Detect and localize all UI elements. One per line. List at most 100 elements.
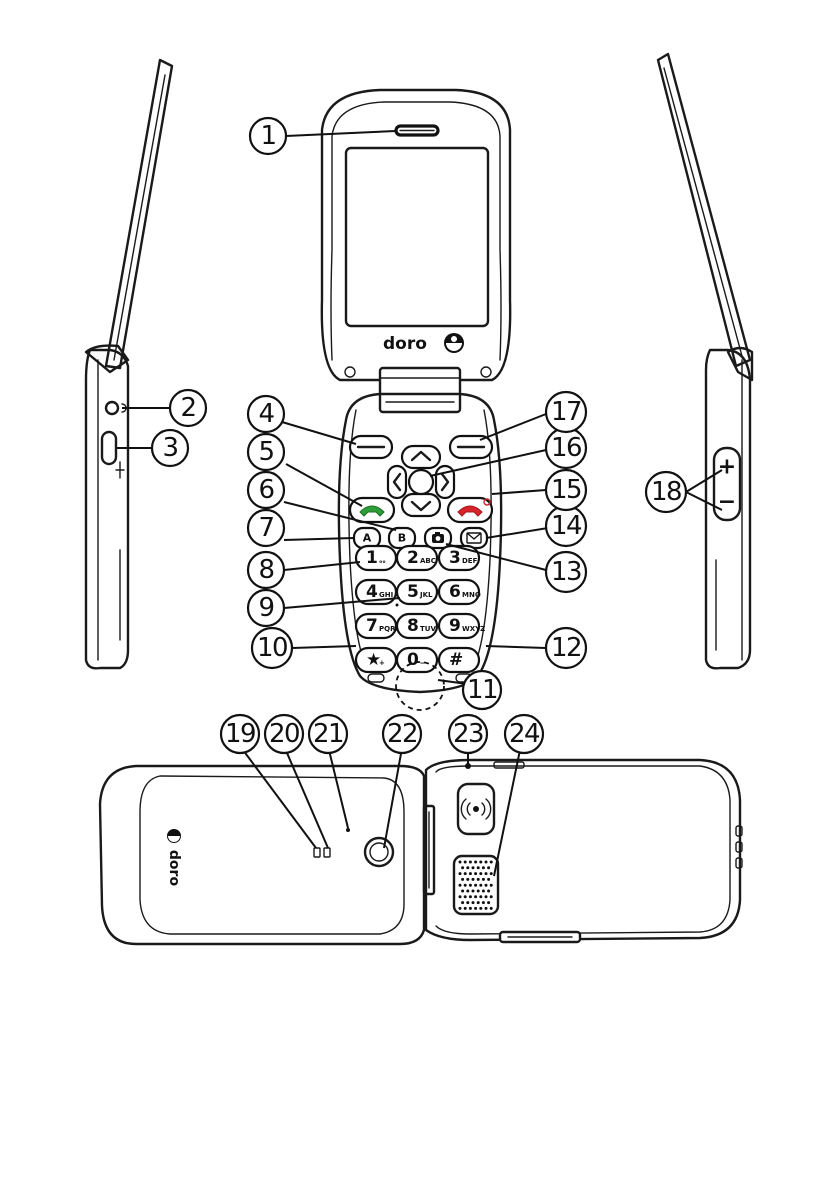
key-9-digit: 9 <box>449 616 461 636</box>
back-view-right <box>426 760 742 942</box>
callout-15-label: 15 <box>551 475 581 505</box>
speaker-hole <box>464 895 467 898</box>
speaker-hole <box>469 861 472 864</box>
nav-up-button[interactable] <box>402 446 440 468</box>
speaker-hole <box>459 907 462 910</box>
speaker-hole <box>479 895 482 898</box>
callout-19: 19 <box>221 715 259 753</box>
key-5-letters: JKL <box>419 591 433 599</box>
speaker-hole <box>490 872 493 875</box>
speaker-hole <box>479 907 482 910</box>
key-5-digit: 5 <box>407 582 419 602</box>
left-side-view <box>86 60 172 668</box>
speaker-hole <box>485 884 488 887</box>
callout-11-label: 11 <box>467 675 497 705</box>
callout-5-label: 5 <box>258 437 273 467</box>
speaker-hole <box>464 884 467 887</box>
speaker-hole <box>472 866 475 869</box>
speaker-hole <box>461 878 464 881</box>
callout-8-label: 8 <box>258 555 273 585</box>
callout-13-label: 13 <box>551 557 581 587</box>
callout-18: 18 <box>646 472 686 512</box>
screen <box>346 148 488 326</box>
numeric-keypad: 1ₒₒ2ABC3DEF4GHI5JKL6MNO7PQRS8TUV9WXYZ★+0… <box>356 546 485 672</box>
callout-20: 20 <box>265 715 303 753</box>
speaker-hole <box>459 872 462 875</box>
key-3-letters: DEF <box>462 557 478 565</box>
speaker-hole <box>469 884 472 887</box>
ok-button[interactable] <box>409 470 433 494</box>
callout-21: 21 <box>309 715 347 753</box>
callout-15: 15 <box>546 470 586 510</box>
speaker-hole <box>479 872 482 875</box>
callout-11: 11 <box>463 671 501 709</box>
callout-14-label: 14 <box>551 511 582 541</box>
callout-17-label: 17 <box>551 397 581 427</box>
speaker-hole <box>487 866 490 869</box>
speaker-hole <box>474 872 477 875</box>
speaker-hole <box>459 884 462 887</box>
speaker-hole <box>464 861 467 864</box>
key-8-digit: 8 <box>407 616 419 636</box>
key-6-digit: 6 <box>449 582 461 602</box>
callout-9-label: 9 <box>258 593 273 623</box>
speaker-hole <box>485 861 488 864</box>
headset-jack-icon <box>106 402 118 414</box>
speaker-hole <box>485 907 488 910</box>
key-4-digit: 4 <box>366 582 378 602</box>
front-view: doro <box>322 90 510 710</box>
key-a-label: A <box>363 532 372 545</box>
speaker-hole <box>472 878 475 881</box>
speaker-hole <box>485 895 488 898</box>
back-brand-text: doro <box>166 850 182 887</box>
speaker-hole <box>469 895 472 898</box>
callout-7: 7 <box>248 510 284 546</box>
speaker-hole <box>466 890 469 893</box>
speaker-hole <box>485 872 488 875</box>
speaker-hole <box>477 866 480 869</box>
speaker-hole <box>466 878 469 881</box>
key-1-digit: 1 <box>366 548 378 568</box>
key-0-digit: 0 <box>407 650 419 670</box>
nav-left-button[interactable] <box>388 466 406 498</box>
speaker-hole <box>487 890 490 893</box>
callout-16: 16 <box>546 428 586 468</box>
flash-led-icon <box>314 848 320 857</box>
callout-7-label: 7 <box>258 513 273 543</box>
speaker-hole <box>464 907 467 910</box>
volume-minus-label: − <box>718 490 736 515</box>
speaker-hole <box>459 861 462 864</box>
back-logo-icon <box>167 829 181 843</box>
callout-22-label: 22 <box>387 719 417 749</box>
callout-12-label: 12 <box>551 633 581 663</box>
speaker-hole <box>474 861 477 864</box>
speaker-hole <box>461 866 464 869</box>
speaker-hole <box>474 907 477 910</box>
key-6-letters: MNO <box>462 591 481 599</box>
speaker-hole <box>479 884 482 887</box>
nav-down-button[interactable] <box>402 494 440 516</box>
navigation-pad <box>388 446 454 516</box>
speaker-hole <box>490 884 493 887</box>
callout-4: 4 <box>248 396 284 432</box>
back-view-left: doro <box>100 766 434 944</box>
brand-logo-text: doro <box>383 334 427 354</box>
speaker-hole <box>490 907 493 910</box>
callout-23-label: 23 <box>453 719 483 749</box>
key-1-letters: ₒₒ <box>379 557 386 565</box>
callout-22: 22 <box>383 715 421 753</box>
key-3-digit: 3 <box>449 548 461 568</box>
callout-5: 5 <box>248 434 284 470</box>
key-9-letters: WXYZ <box>462 625 485 633</box>
speaker-hole <box>461 890 464 893</box>
speaker-hole <box>466 866 469 869</box>
speaker-hole <box>482 901 485 904</box>
speaker-hole <box>469 872 472 875</box>
callout-12: 12 <box>546 628 586 668</box>
callout-10: 10 <box>252 628 292 668</box>
speaker-hole <box>487 878 490 881</box>
callout-6: 6 <box>248 472 284 508</box>
key-hash-digit: # <box>449 650 463 670</box>
speaker-hole <box>474 884 477 887</box>
doro-logo-icon <box>444 333 464 353</box>
